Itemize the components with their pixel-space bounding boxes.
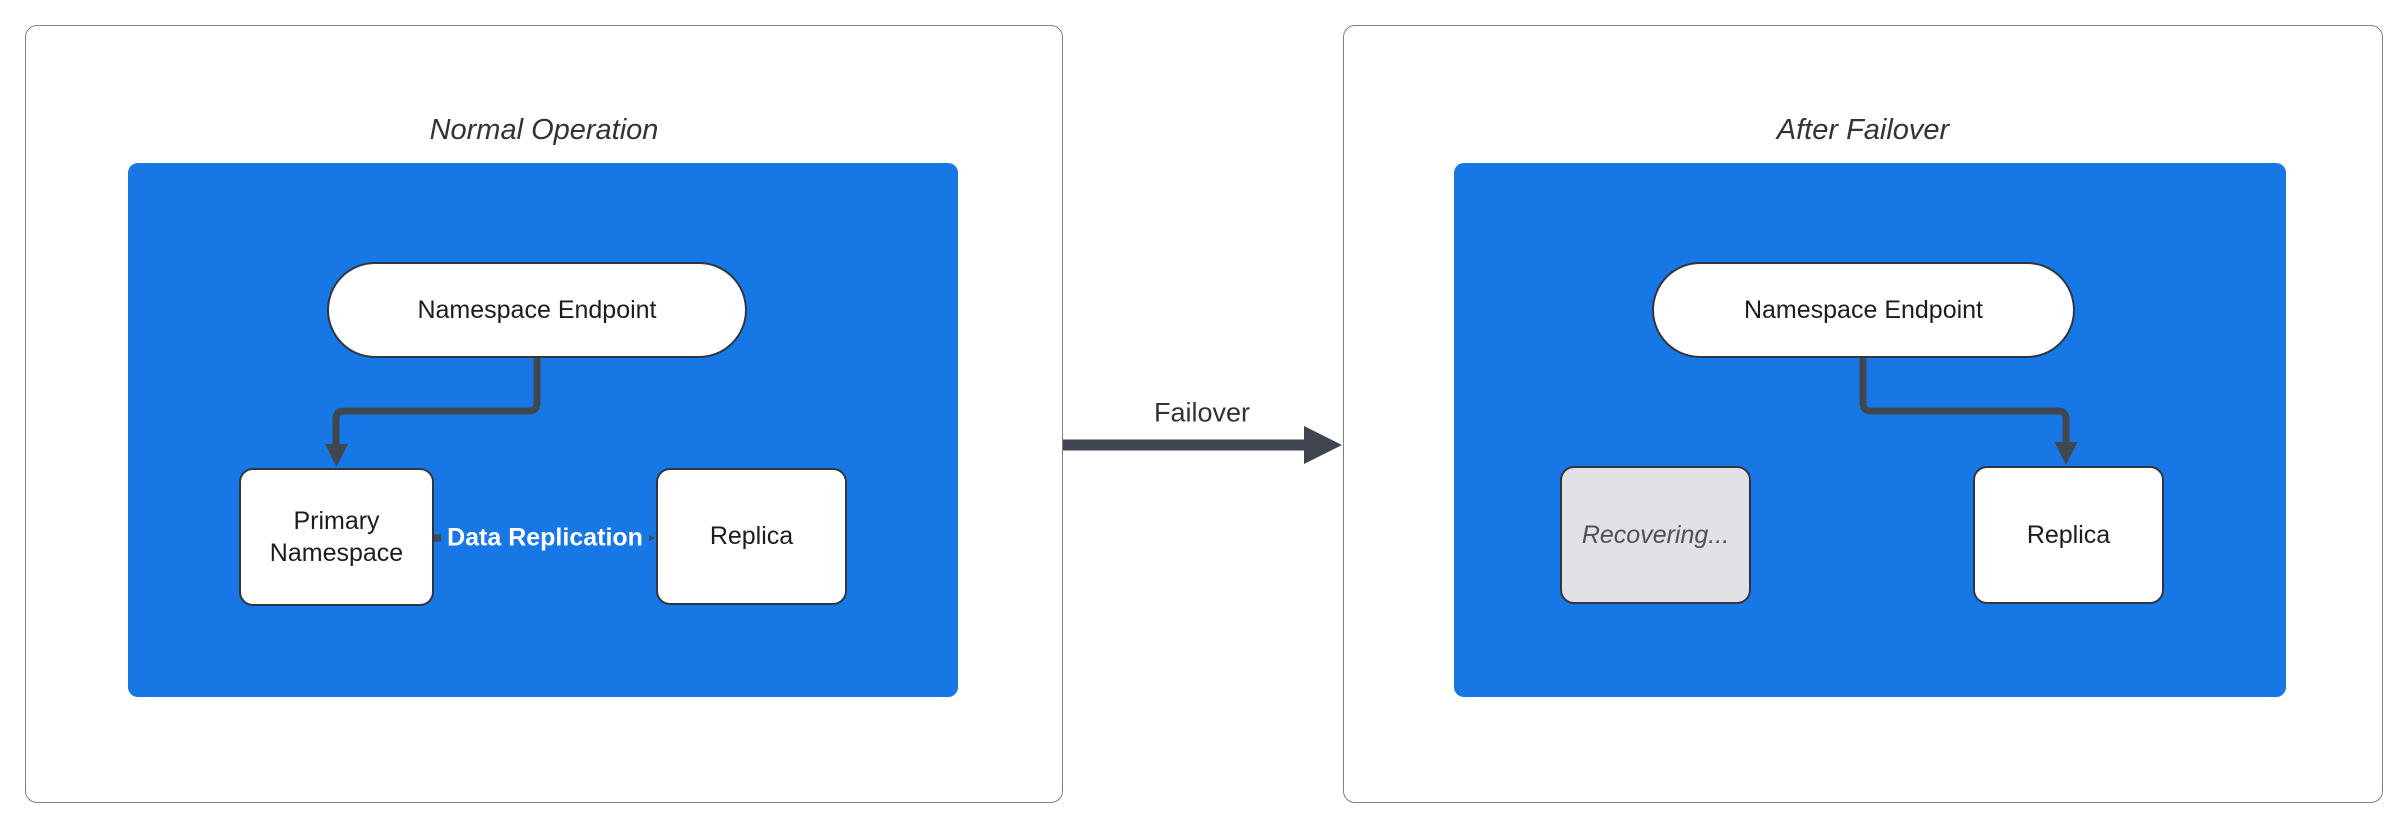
failover-label: Failover: [1145, 397, 1259, 429]
node-replica-failover: Replica: [1973, 466, 2164, 604]
panel-normal-operation: Normal Operation: [25, 25, 1063, 803]
panel-after-failover: After Failover: [1343, 25, 2383, 803]
node-replica-normal: Replica: [656, 468, 847, 605]
node-namespace-endpoint-failover: Namespace Endpoint: [1652, 262, 2075, 358]
failover-arrow: [1063, 426, 1342, 464]
node-recovering: Recovering...: [1560, 466, 1751, 604]
node-namespace-endpoint-normal: Namespace Endpoint: [327, 262, 747, 358]
panel-title-normal-operation: Normal Operation: [429, 114, 659, 146]
after-failover-container: [1454, 163, 2286, 697]
node-primary-namespace: Primary Namespace: [239, 468, 434, 606]
edge-label-data-replication: Data Replication: [441, 521, 649, 555]
normal-operation-container: [128, 163, 958, 697]
panel-title-after-failover: After Failover: [1776, 114, 1950, 146]
